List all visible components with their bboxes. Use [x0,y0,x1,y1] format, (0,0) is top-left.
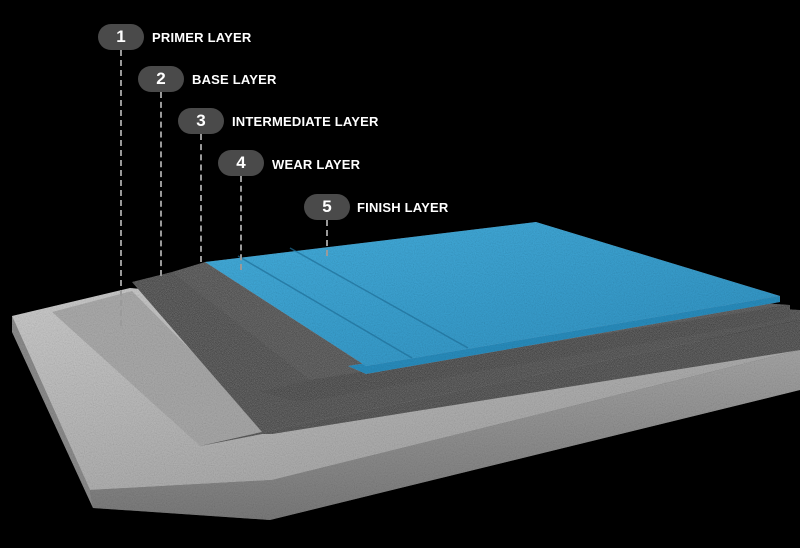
wear-layer-seam [237,255,413,359]
layer-badge-2: 2 [138,66,184,92]
blue-layer-side [348,296,780,374]
primer-layer-area [52,291,272,446]
layer-badge-4: 4 [218,150,264,176]
finish-layer-seam [289,247,469,349]
concrete-slab-left-side [12,316,93,508]
layer-label-3: INTERMEDIATE LAYER [232,114,379,129]
leader-line-3 [200,134,202,262]
layer-number-2: 2 [156,69,166,88]
wear-finish-layer [205,222,780,374]
leader-line-2 [160,92,162,276]
layer-badge-3: 3 [178,108,224,134]
leader-line-5 [326,220,328,256]
leader-line-1 [120,50,122,326]
layer-number-3: 3 [196,111,206,130]
layer-number-1: 1 [116,27,126,46]
concrete-slab-front [90,350,800,520]
layer-label-2: BASE LAYER [192,72,277,87]
layer-label-1: PRIMER LAYER [152,30,252,45]
layer-number-5: 5 [322,197,332,216]
layer-badge-5: 5 [304,194,350,220]
layer-label-4: WEAR LAYER [272,157,361,172]
base-layer-side [200,320,800,446]
layer-badge-1: 1 [98,24,144,50]
layer-label-5: FINISH LAYER [357,200,449,215]
blue-layer-top [205,222,780,366]
leader-line-4 [240,176,242,270]
layer-number-4: 4 [236,153,246,172]
intermediate-layer-side [260,305,790,402]
